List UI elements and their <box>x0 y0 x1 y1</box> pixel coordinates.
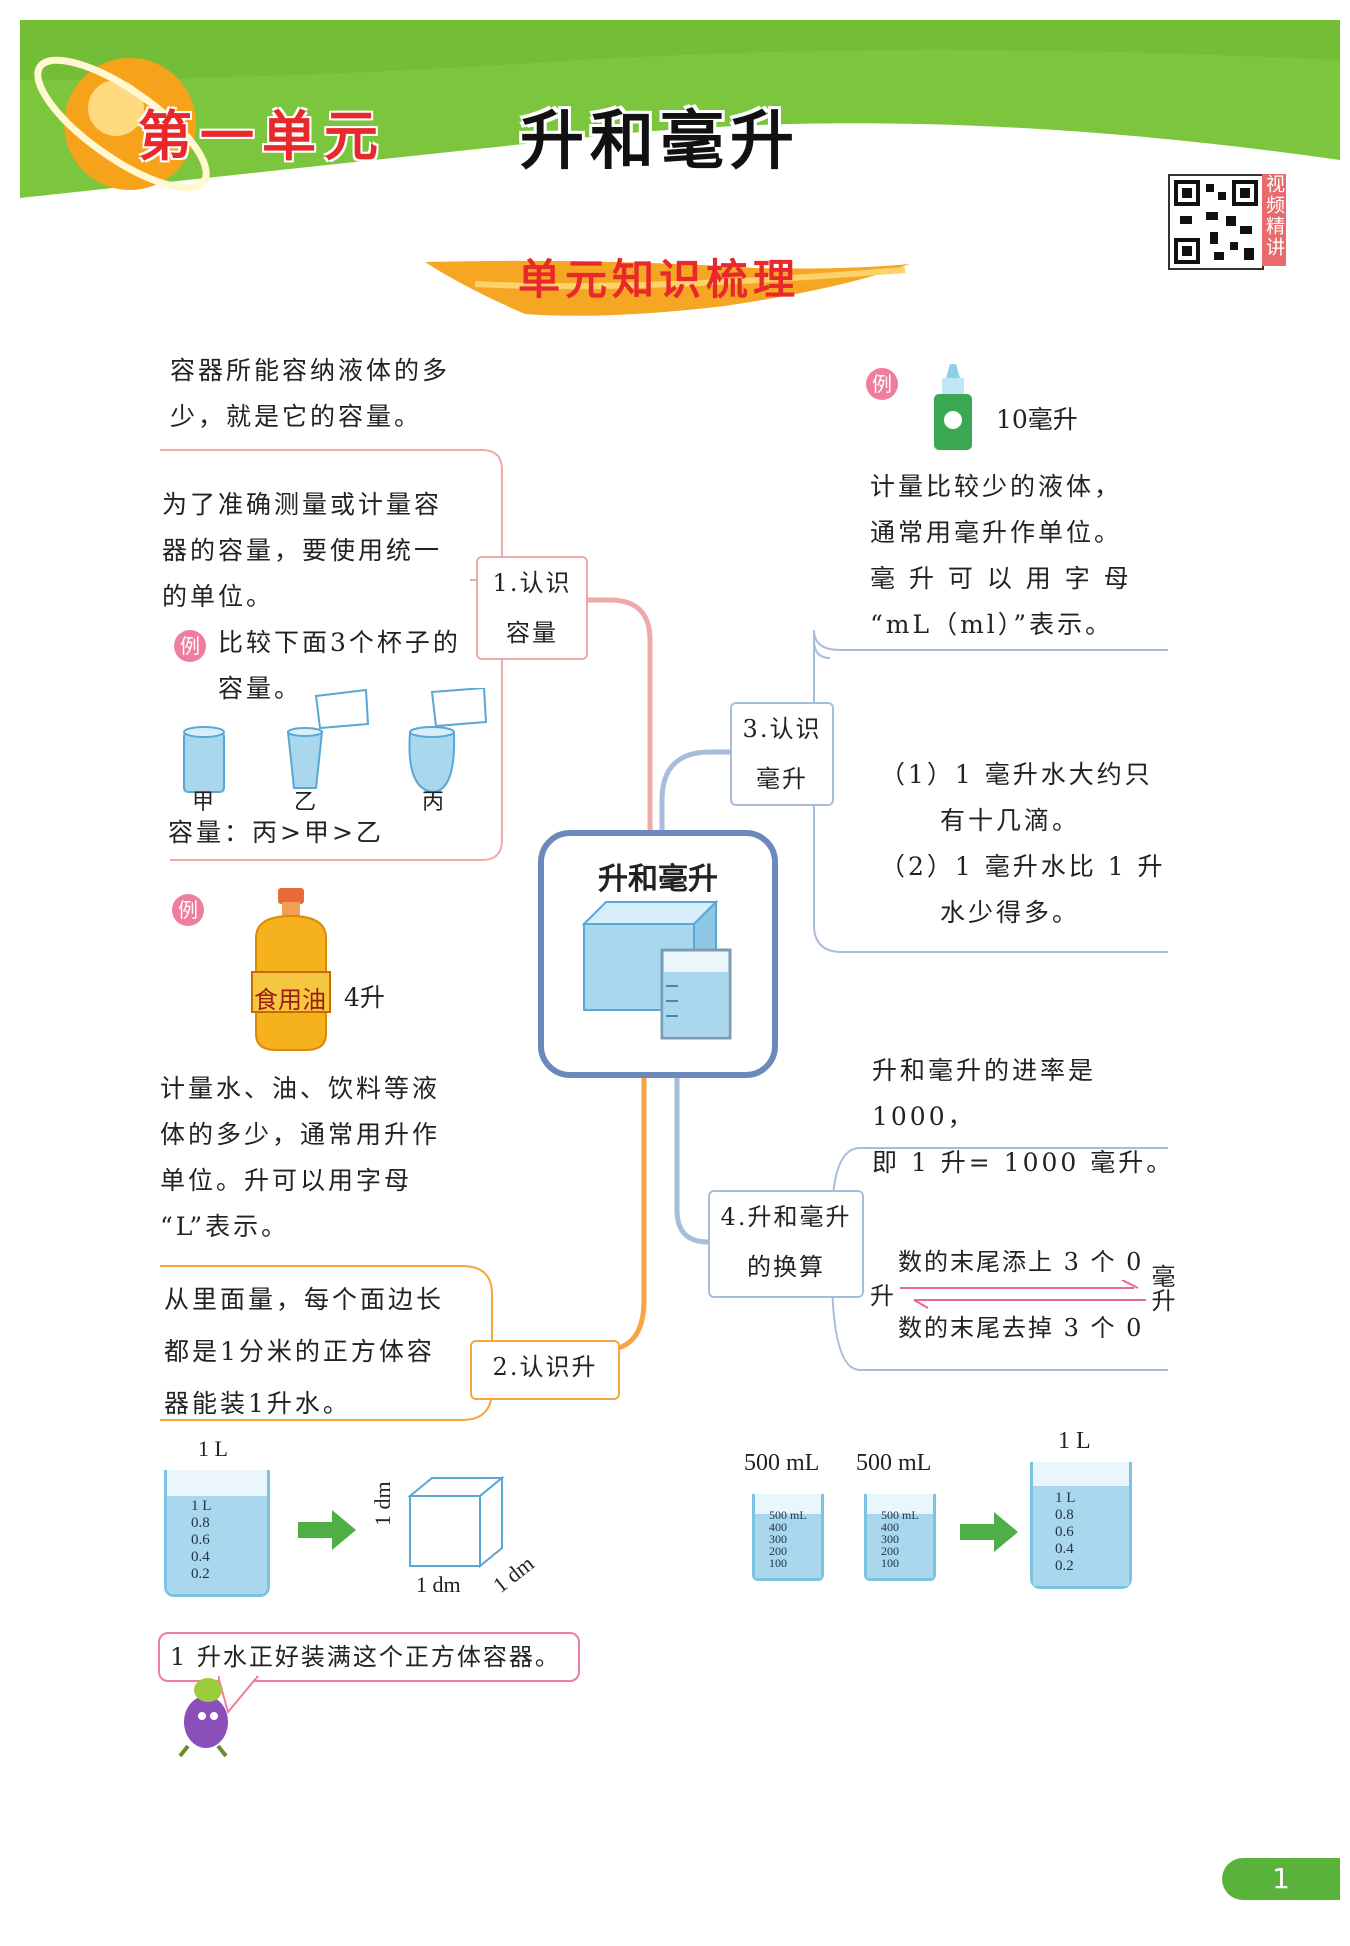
eggplant-mascot-icon <box>178 1678 228 1758</box>
capacity-result: 容量：丙>甲>乙 <box>168 818 384 847</box>
example-badge: 例 <box>866 368 898 400</box>
conversion-rate: 升和毫升的进率是 1000， 即 1 升= 1000 毫升。 <box>872 1056 1175 1177</box>
arrow-right-icon <box>298 1510 356 1550</box>
branch-node-capacity[interactable]: 1.认识 容量 <box>476 556 588 660</box>
cube-liter-text: 从里面量，每个面边长 都是1分米的正方体容 器能装1升水。 <box>164 1285 445 1418</box>
capacity-definition: 容器所能容纳液体的多 少，就是它的容量。 <box>170 356 451 431</box>
cup-label-yi: 乙 <box>294 790 317 815</box>
section-title: 单元知识梳理 <box>518 255 801 304</box>
cup-label-bing: 丙 <box>422 790 445 815</box>
oil-bottle-icon <box>251 888 331 1051</box>
beaker-top-label: 1 L <box>198 1436 228 1461</box>
conversion-arrows <box>900 1280 1146 1309</box>
cube-container-icon <box>407 1475 505 1569</box>
cups-example-text: 比较下面3个杯子的 容量。 <box>218 628 461 703</box>
page-number-tab: 1 <box>1222 1858 1340 1900</box>
big-liter-beaker: 1 L 0.8 0.6 0.4 0.2 <box>1030 1462 1132 1589</box>
page-number: 1 <box>1272 1862 1290 1895</box>
branch-node-conversion[interactable]: 4.升和毫升 的换算 <box>708 1190 864 1298</box>
speech-bubble: 1 升水正好装满这个正方体容器。 <box>158 1632 580 1682</box>
section-ribbon <box>425 248 915 324</box>
beaker-b-label: 500 mL <box>856 1450 932 1476</box>
bubble-tail <box>218 1676 260 1715</box>
arrow-right-icon <box>960 1512 1018 1552</box>
cube-dim-vertical: 1 dm <box>370 1481 395 1526</box>
video-label: 视频精讲 <box>1262 174 1286 266</box>
beaker-a-label: 500 mL <box>744 1450 820 1476</box>
cup-label-jia: 甲 <box>192 790 215 815</box>
example-badge: 例 <box>172 894 204 926</box>
dropper-bottle-icon <box>934 364 972 450</box>
liter-description: 计量水、油、饮料等液 体的多少，通常用升作 单位。升可以用字母 “L”表示。 <box>160 1074 441 1241</box>
page-title: 升和毫升 <box>520 105 800 179</box>
milliliter-unit: 毫升 <box>1147 1264 1175 1312</box>
oil-label: 食用油 <box>254 986 326 1014</box>
water-tank-icon <box>581 899 732 1040</box>
oil-amount: 4升 <box>344 983 385 1012</box>
unit-label: 第一单元 <box>138 105 386 168</box>
planet-logo-icon <box>18 26 218 206</box>
milliliter-facts: （1）1 毫升水大约只 有十几滴。 （2）1 毫升水比 1 升 水少得多。 <box>880 760 1166 927</box>
liter-unit: 升 <box>870 1282 894 1310</box>
beaker-500ml-a: 500 mL 400 300 200 100 <box>752 1494 824 1581</box>
remove-zeros-rule: 数的末尾去掉 3 个 0 <box>898 1314 1144 1342</box>
big-beaker-label: 1 L <box>1058 1428 1091 1454</box>
header-banner <box>20 20 1340 200</box>
qr-code-icon[interactable] <box>1168 174 1264 270</box>
branch-node-milliliter[interactable]: 3.认识 毫升 <box>730 702 834 806</box>
example-badge: 例 <box>174 630 206 662</box>
branch-node-liter[interactable]: 2.认识升 <box>470 1340 620 1400</box>
add-zeros-rule: 数的末尾添上 3 个 0 <box>898 1248 1144 1276</box>
cups-illustration <box>183 688 488 794</box>
beaker-500ml-b: 500 mL 400 300 200 100 <box>864 1494 936 1581</box>
bottle-amount: 10毫升 <box>996 405 1078 434</box>
milliliter-description: 计量比较少的液体， 通常用毫升作单位。 毫 升 可 以 用 字 母 “mL（ml… <box>870 472 1132 639</box>
center-node: 升和毫升 <box>538 830 778 1078</box>
liter-beaker: 1 L 0.8 0.6 0.4 0.2 <box>164 1470 270 1597</box>
cube-dim-width: 1 dm <box>416 1572 461 1597</box>
unified-unit-text: 为了准确测量或计量容 器的容量，要使用统一 的单位。 <box>162 490 443 611</box>
center-title: 升和毫升 <box>598 862 718 897</box>
